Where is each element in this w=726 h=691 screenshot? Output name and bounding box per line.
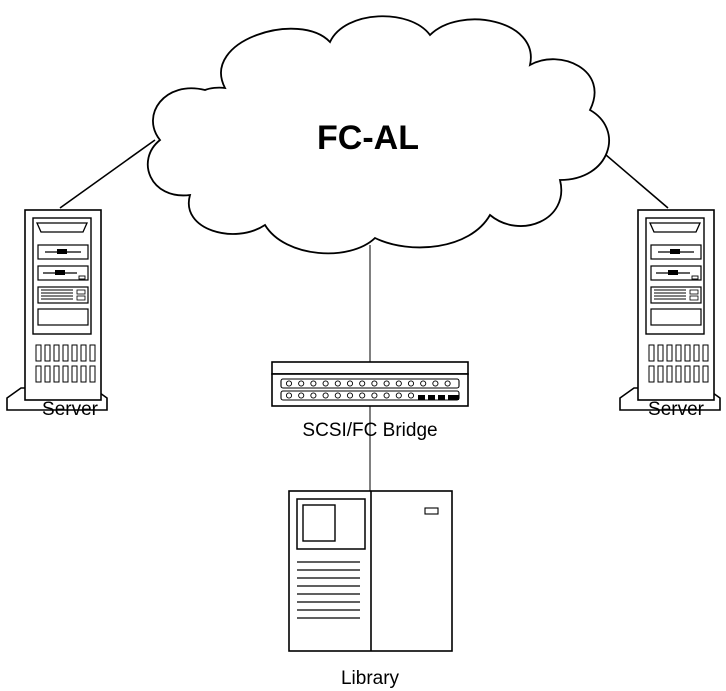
link-cloud-server-left bbox=[59, 139, 156, 209]
bridge-port-dot bbox=[371, 392, 378, 399]
bridge-port-dot bbox=[444, 380, 451, 387]
bridge-port-dot bbox=[334, 392, 341, 399]
bridge-port-dot bbox=[420, 380, 427, 387]
bridge-port-dot bbox=[371, 380, 378, 387]
server-left-icon bbox=[6, 209, 108, 411]
bridge-port-dot bbox=[395, 380, 402, 387]
bridge-port-dot bbox=[346, 380, 354, 387]
bridge-port-dot bbox=[383, 392, 390, 399]
server-left-label: Server bbox=[42, 399, 98, 420]
bridge-port-dot bbox=[322, 392, 329, 399]
bridge-port-dot bbox=[395, 392, 402, 399]
bridge-port-dot bbox=[334, 380, 341, 387]
bridge-port-dot bbox=[346, 392, 354, 399]
library-label: Library bbox=[340, 668, 400, 689]
bridge-port-dot bbox=[310, 380, 317, 387]
server-right-label: Server bbox=[648, 399, 704, 420]
bridge-port-dot bbox=[298, 392, 305, 399]
bridge-port-dot bbox=[298, 380, 305, 387]
bridge-icon bbox=[271, 361, 469, 407]
fc-al-cloud bbox=[146, 15, 610, 255]
bridge-port-dot bbox=[407, 392, 415, 399]
bridge-port-dot bbox=[285, 380, 293, 387]
network-label: FC-AL bbox=[317, 119, 419, 157]
bridge-port-dot bbox=[359, 380, 366, 387]
bridge-label: SCSI/FC Bridge bbox=[302, 420, 438, 441]
bridge-port-dot bbox=[383, 380, 390, 387]
bridge-port-dot bbox=[285, 392, 293, 399]
bridge-port-dot bbox=[310, 392, 317, 399]
library-icon bbox=[288, 490, 453, 652]
bridge-port-dot bbox=[407, 380, 415, 387]
bridge-port-dot bbox=[359, 392, 366, 399]
bridge-port-dot bbox=[432, 380, 439, 387]
bridge-port-dot bbox=[322, 380, 329, 387]
server-right-icon bbox=[619, 209, 721, 411]
